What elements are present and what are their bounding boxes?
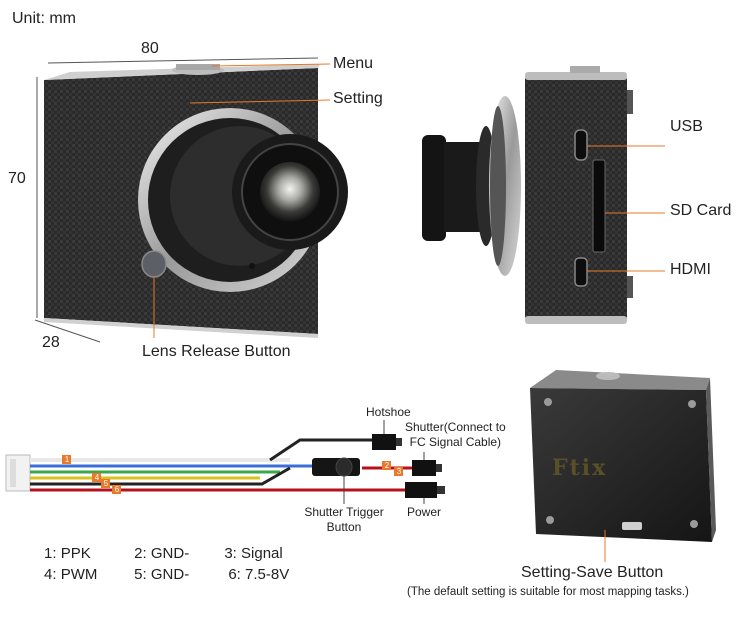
setting-label: Setting — [333, 90, 383, 107]
shutter-label: Shutter(Connect to FC Signal Cable) — [405, 420, 506, 450]
depth-dimension-line — [34, 319, 101, 343]
wire-number-1: 1 — [64, 455, 70, 464]
width-dimension-label: 80 — [141, 40, 159, 57]
setting-save-label: Setting-Save Button — [521, 564, 664, 581]
wire-number-3: 3 — [396, 467, 402, 476]
side-lens-front — [422, 135, 446, 241]
menu-leader-line — [211, 63, 331, 67]
side-camera — [422, 66, 665, 324]
hotshoe-plug — [372, 434, 396, 450]
cable-connector — [5, 454, 31, 492]
power-plug — [405, 482, 437, 498]
menu-label: Menu — [333, 55, 374, 72]
back-camera-body — [530, 388, 712, 542]
wire-number-2: 2 — [384, 461, 390, 470]
wire-number-6: 6 — [114, 485, 120, 494]
depth-dimension-label: 28 — [42, 334, 60, 351]
pinout-item-2: 2: GND- — [134, 545, 190, 562]
width-dimension-line — [47, 57, 319, 64]
height-dimension-label: 70 — [8, 170, 26, 187]
front-camera — [34, 57, 348, 343]
sd-card-slot — [592, 159, 606, 253]
usb-label: USB — [670, 118, 703, 135]
hdmi-label: HDMI — [670, 261, 711, 278]
back-camera-top — [530, 370, 710, 390]
setting-save-button — [622, 522, 642, 530]
hdmi-port — [574, 257, 588, 287]
wire-hotshoe — [269, 438, 372, 462]
shutter-trigger-label: Shutter Trigger Button — [300, 505, 388, 535]
default-setting-note: (The default setting is suitable for mos… — [407, 586, 689, 598]
shutter-label-line-2: FC Signal Cable) — [409, 435, 502, 449]
setting-leader-line — [189, 99, 331, 104]
pinout-item-3: 3: Signal — [224, 545, 283, 562]
power-label: Power — [407, 505, 442, 519]
shutter-label-line-1: Shutter(Connect to — [405, 420, 506, 434]
unit-label: Unit: mm — [12, 10, 76, 27]
wire-number-4: 4 — [94, 473, 100, 482]
wire-number-5: 5 — [103, 479, 109, 488]
back-camera — [530, 370, 716, 562]
shutter-trigger-label-line-2: Button — [326, 520, 362, 534]
pinout-item-6: 6: 7.5-8V — [228, 566, 290, 583]
usb-port — [574, 129, 588, 161]
pinout-row-2: 4: PWM 5: GND- 6: 7.5-8V — [44, 566, 289, 583]
brand-logo: Ftix — [552, 455, 608, 481]
pinout-item-1: 1: PPK — [44, 545, 91, 562]
cable-assembly — [5, 420, 445, 504]
hotshoe-label: Hotshoe — [366, 405, 411, 419]
shutter-trigger-label-line-1: Shutter Trigger — [304, 505, 384, 519]
side-camera-body — [525, 74, 627, 322]
pinout-item-4: 4: PWM — [44, 566, 98, 583]
pinout-row-1: 1: PPK 2: GND- 3: Signal — [44, 545, 283, 562]
lens-glass — [260, 162, 320, 222]
shutter-plug — [412, 460, 436, 476]
pinout-item-5: 5: GND- — [134, 566, 190, 583]
lens-release-label: Lens Release Button — [142, 343, 291, 360]
wire-black — [30, 466, 291, 486]
sd-card-label: SD Card — [670, 202, 732, 219]
lens-release-button — [141, 250, 167, 278]
